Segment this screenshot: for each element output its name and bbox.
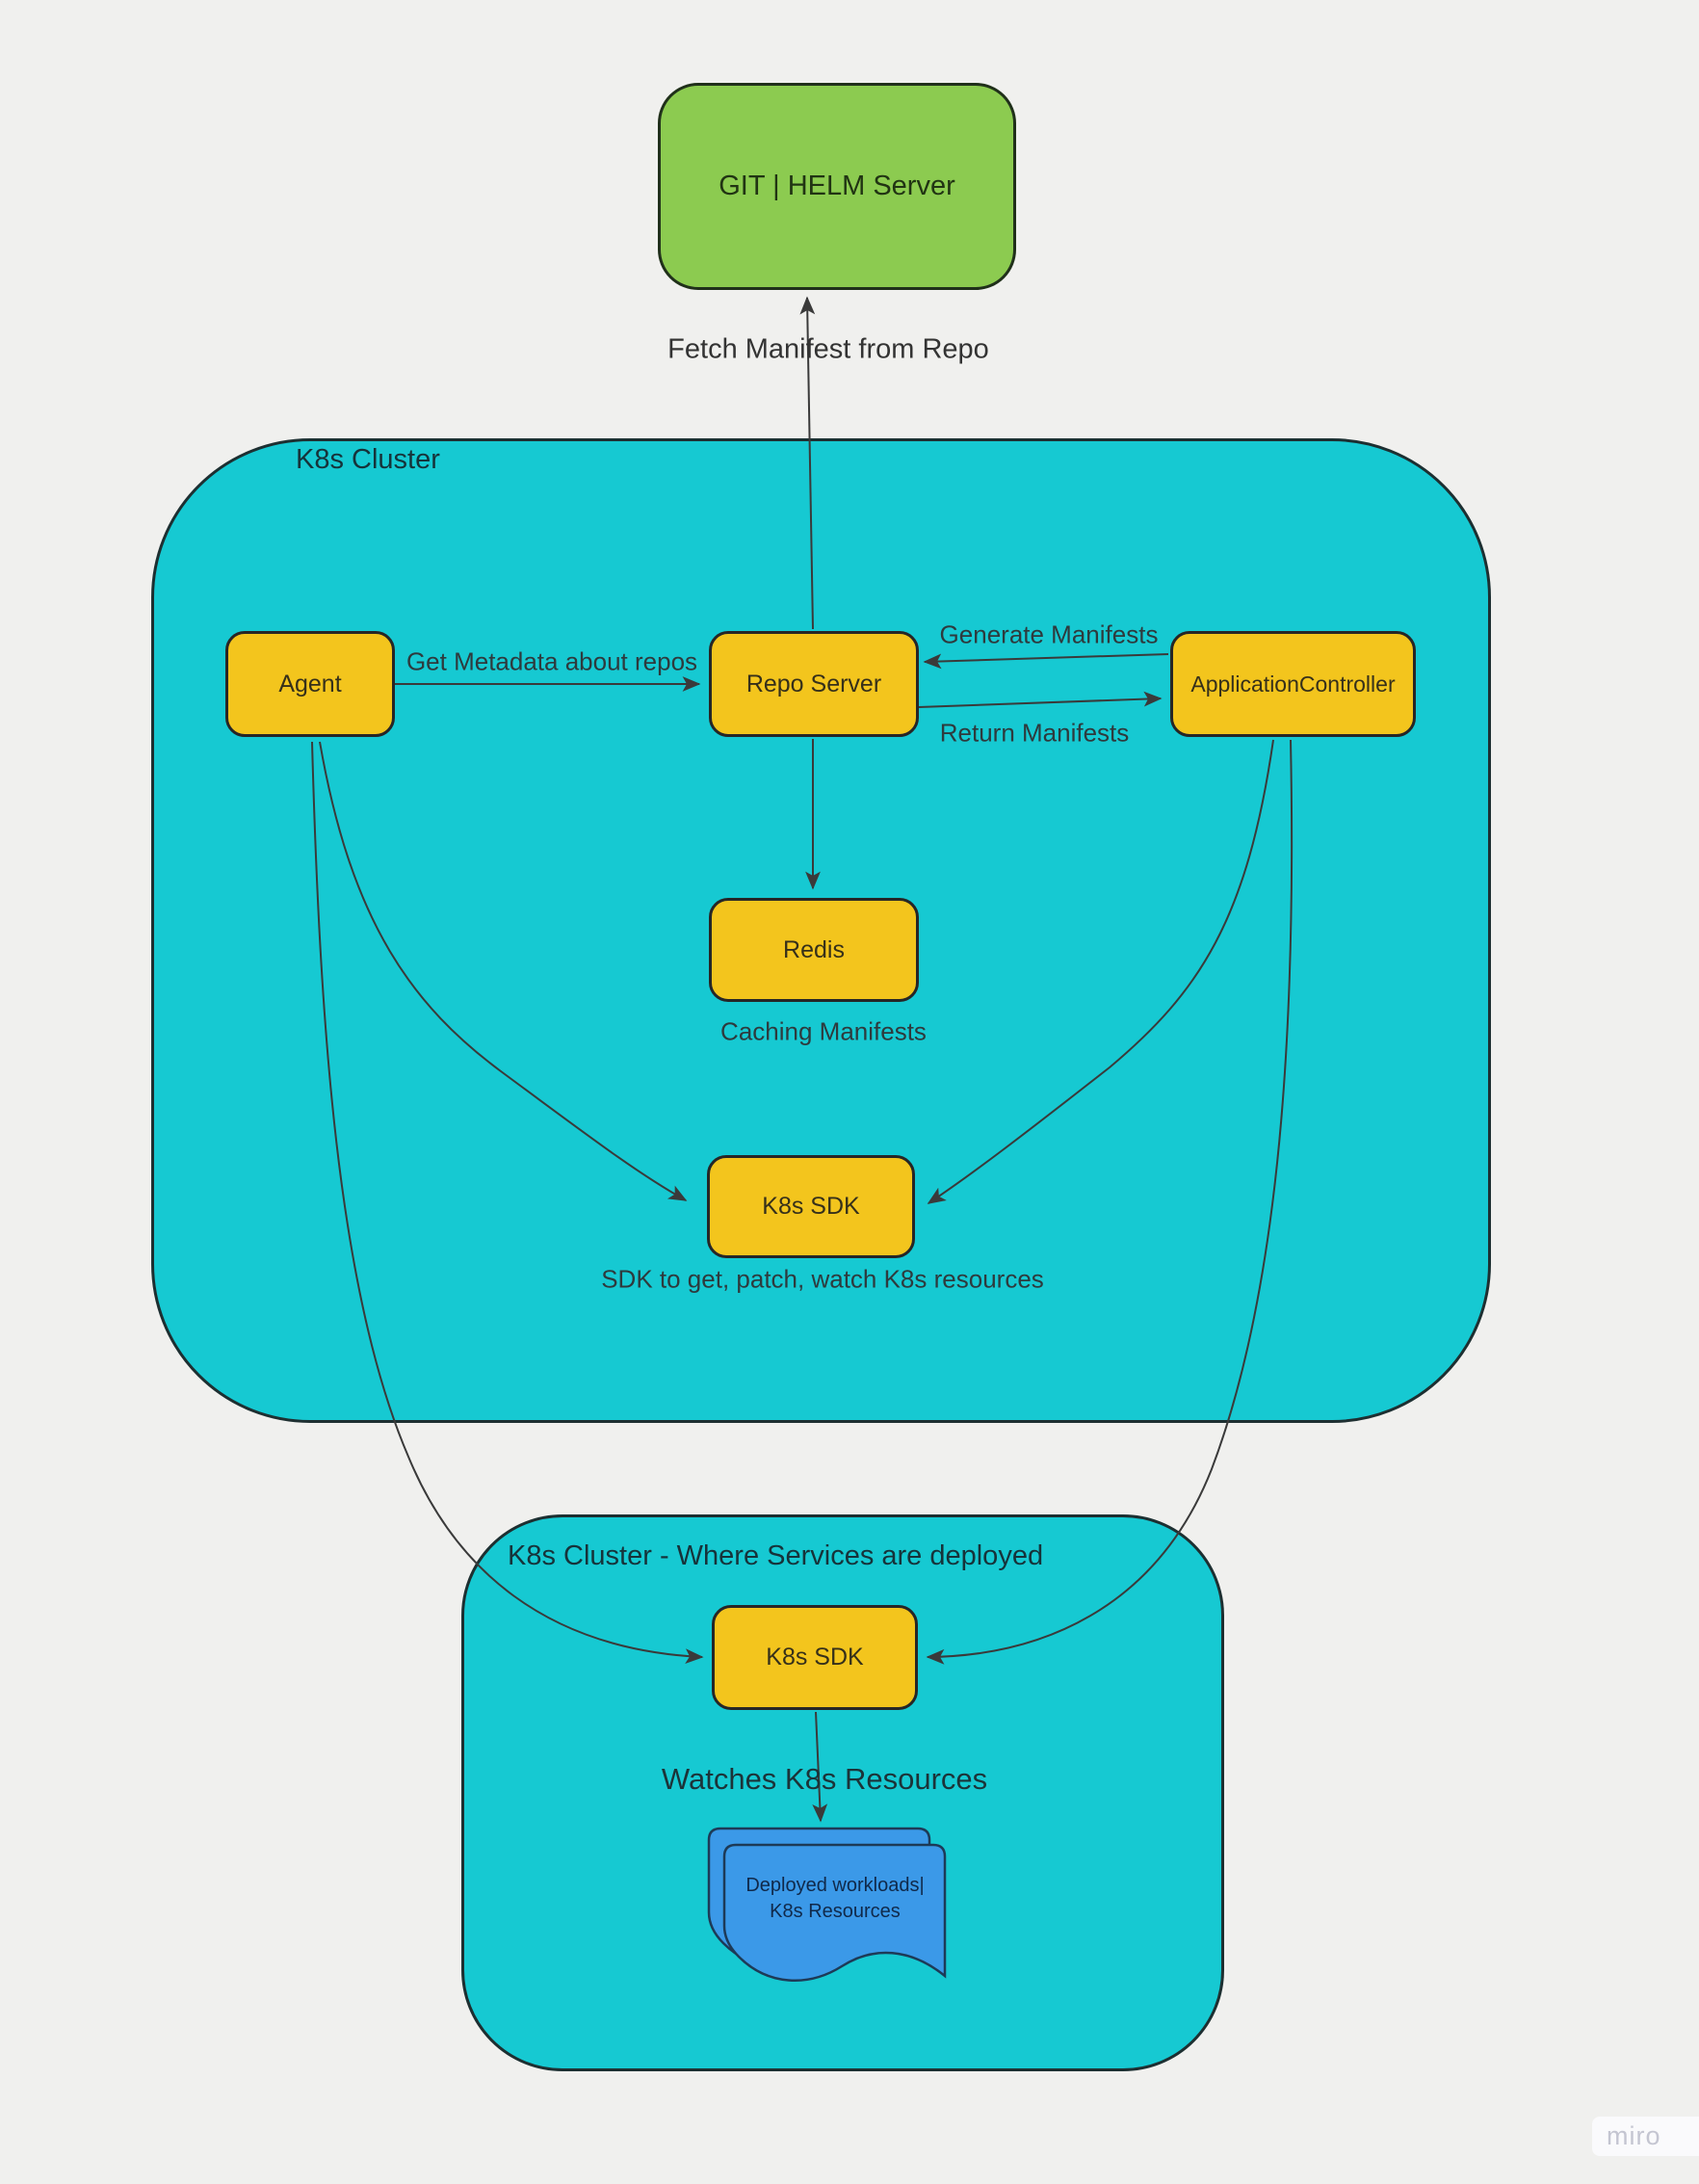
node-repo-server[interactable]: Repo Server [709,631,919,737]
label-watches-resources: Watches K8s Resources [661,1762,988,1796]
cluster-k8s-deploy-label: K8s Cluster - Where Services are deploye… [508,1540,1044,1571]
edge-appctrl-to-repo-generate[interactable] [923,653,1169,670]
document-shape-front[interactable] [722,1843,947,1982]
edge-agent-to-sdk-main[interactable] [319,741,688,1201]
edge-repo-to-git[interactable] [799,296,816,630]
edge-repo-to-appctrl-return[interactable] [918,691,1163,708]
node-k8s-sdk-deploy[interactable]: K8s SDK [712,1605,918,1710]
node-git-helm-server-label: GIT | HELM Server [719,171,955,201]
node-agent[interactable]: Agent [225,631,395,737]
label-fetch-manifest: Fetch Manifest from Repo [667,333,989,365]
edge-sdk-deploy-to-workloads[interactable] [812,1711,828,1823]
miro-watermark-text: miro [1607,2121,1661,2150]
node-k8s-sdk-deploy-label: K8s SDK [766,1644,864,1671]
label-get-metadata: Get Metadata about repos [405,646,698,676]
node-application-controller-label: ApplicationController [1190,671,1396,697]
miro-watermark: miro [1592,2117,1699,2156]
node-git-helm-server[interactable]: GIT | HELM Server [658,83,1016,290]
cluster-k8s-main-label: K8s Cluster [296,444,440,475]
edge-appctrl-to-sdk-deploy[interactable] [926,739,1294,1665]
node-agent-label: Agent [278,670,342,697]
document-workloads-line1: Deployed workloads| [745,1875,925,1896]
document-workloads-text: Deployed workloads| K8s Resources [745,1873,924,1925]
label-sdk-description: SDK to get, patch, watch K8s resources [601,1264,1044,1294]
edge-appctrl-to-sdk-main[interactable] [927,739,1274,1204]
node-redis[interactable]: Redis [709,898,919,1002]
document-workloads-line2: K8s Resources [770,1901,901,1922]
label-generate-manifests: Generate Manifests [939,619,1159,649]
edge-agent-to-sdk-deploy[interactable] [311,741,704,1665]
node-k8s-sdk-main[interactable]: K8s SDK [707,1155,915,1258]
node-redis-label: Redis [783,935,845,963]
node-k8s-sdk-main-label: K8s SDK [762,1193,860,1220]
node-repo-server-label: Repo Server [745,670,882,697]
node-application-controller[interactable]: ApplicationController [1170,631,1416,737]
label-return-manifests: Return Manifests [939,718,1130,748]
label-caching-manifests: Caching Manifests [720,1016,927,1046]
